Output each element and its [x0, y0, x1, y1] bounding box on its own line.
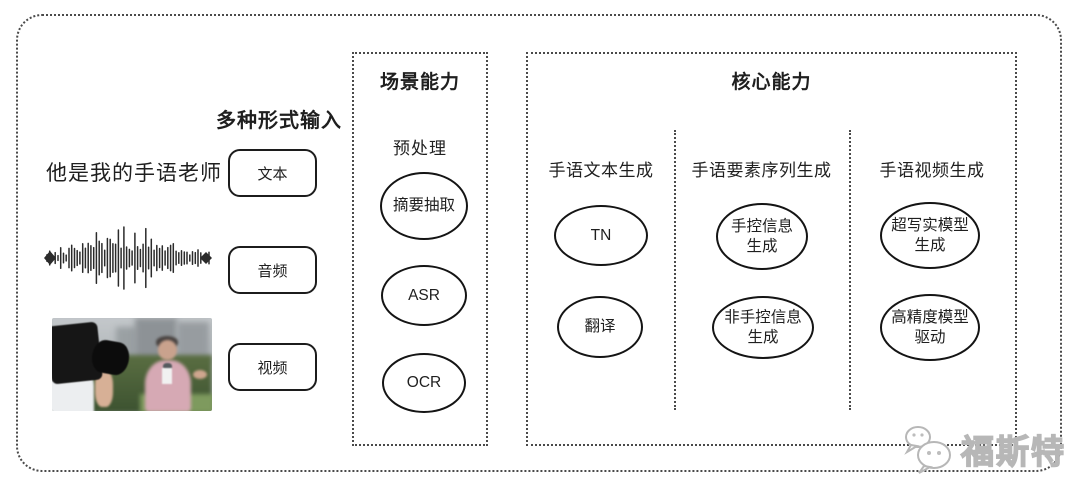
- input-type-video: 视频: [228, 343, 317, 391]
- node-summary-extraction: 摘要抽取: [380, 172, 468, 240]
- column-label-sign-text-generation: 手语文本生成: [548, 161, 654, 180]
- node-hyper-realistic-model-generation: 超写实模型生成: [880, 202, 980, 269]
- column-divider: [674, 130, 676, 410]
- node-non-manual-info-generation: 非手控信息生成: [712, 296, 814, 359]
- wechat-icon: [904, 426, 951, 474]
- photo-microphone-head: [163, 362, 172, 371]
- node-manual-info-generation: 手控信息生成: [716, 203, 808, 270]
- column-label-sign-video-generation: 手语视频生成: [879, 161, 985, 180]
- column-divider: [849, 130, 851, 410]
- input-type-text-label: 文本: [257, 165, 288, 183]
- input-type-text: 文本: [228, 149, 317, 197]
- video-input-photo: [52, 318, 212, 411]
- photo-reporter-hand: [192, 370, 208, 380]
- preprocessing-label: 预处理: [393, 139, 447, 158]
- input-type-video-label: 视频: [257, 359, 288, 377]
- photo-microphone: [162, 368, 172, 385]
- photo-reporter-head: [157, 340, 177, 360]
- node-translation: 翻译: [557, 296, 643, 358]
- column-label-sign-element-sequence-generation: 手语要素序列生成: [691, 161, 832, 180]
- input-type-audio: 音频: [228, 246, 317, 294]
- text-input-example: 他是我的手语老师: [46, 162, 222, 185]
- scene-panel-title: 场景能力: [379, 72, 460, 93]
- watermark-text: 福斯特: [960, 432, 1066, 470]
- node-asr: ASR: [381, 265, 467, 326]
- input-section-title: 多种形式输入: [216, 110, 342, 132]
- outer-dotted-frame: [16, 14, 1062, 472]
- node-tn: TN: [554, 205, 648, 266]
- watermark: 福斯特: [901, 424, 1066, 474]
- core-panel-title: 核心能力: [731, 72, 812, 93]
- input-type-audio-label: 音频: [257, 262, 288, 280]
- audio-waveform-image: [44, 226, 212, 290]
- photo-cameraman-arm: [95, 370, 113, 408]
- core-capability-panel: 核心能力 手语文本生成 手语要素序列生成 手语视频生成 TN 翻译 手控信息生成…: [526, 52, 1017, 446]
- node-ocr: OCR: [382, 353, 466, 413]
- scene-capability-panel: 场景能力 预处理 摘要抽取 ASR OCR: [352, 52, 488, 446]
- node-high-precision-model-driving: 高精度模型驱动: [880, 294, 980, 361]
